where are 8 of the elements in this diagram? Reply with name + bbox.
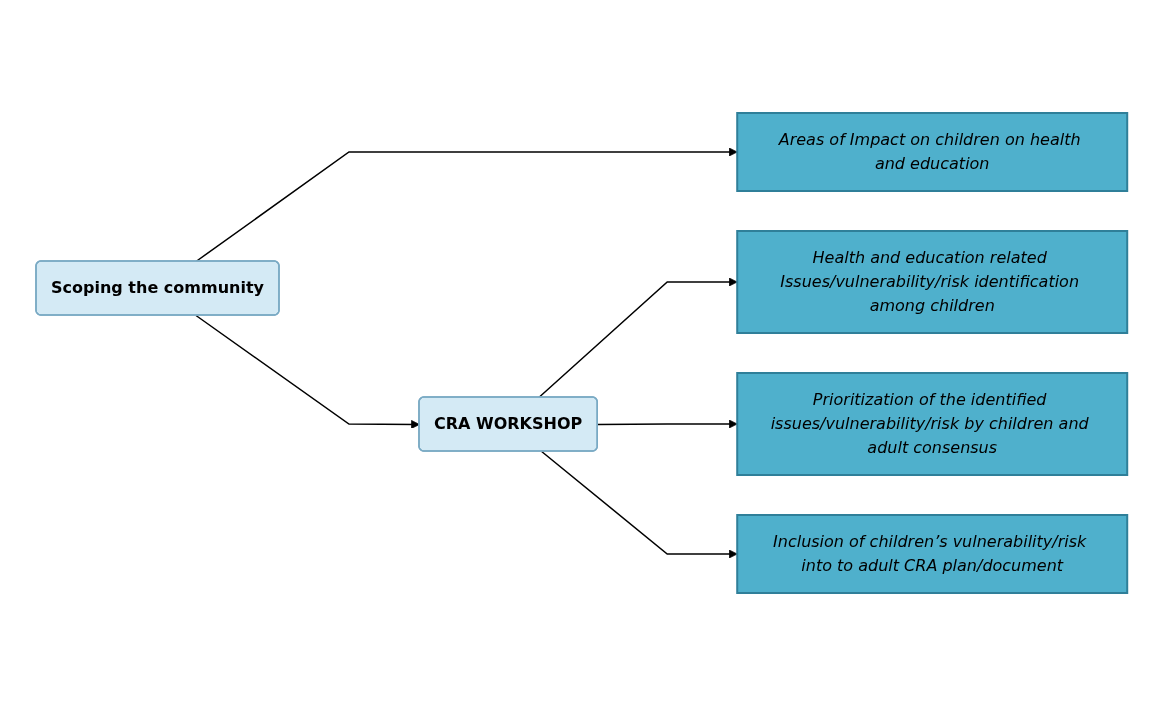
node-box: Health and education related Issues/vulnerability/risk identification among children <box>736 230 1129 334</box>
node-box: Areas of Impact on children on health and education <box>736 112 1129 192</box>
arrow <box>597 419 738 429</box>
arrow <box>541 450 738 559</box>
arrow <box>195 147 738 263</box>
node-box: Inclusion of children’s vulnerability/risk into to adult CRA plan/document <box>736 514 1129 594</box>
node-box: Prioritization of the identified issues/vulnerability/risk by children and adult consensus <box>736 372 1129 476</box>
arrow <box>538 277 738 399</box>
